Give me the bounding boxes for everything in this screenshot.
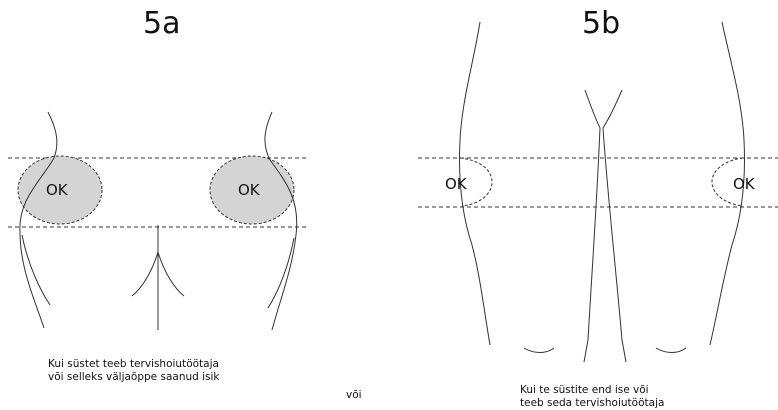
panel-5b-title: 5b: [582, 6, 620, 41]
inner-contour-right-5b: [603, 90, 626, 362]
panel-5b-figure: [418, 22, 778, 362]
gluteal-fold-right-5a: [158, 252, 184, 296]
gluteal-fold-left-5a: [132, 252, 158, 296]
caption-5a-line1: Kui süstet teeb tervishoiutöötaja: [48, 358, 220, 371]
ok-label-left-5a: OK: [46, 181, 68, 199]
panel-5a-figure: [8, 112, 308, 330]
panel-5a-title: 5a: [143, 6, 180, 41]
caption-5a: Kui süstet teeb tervishoiutöötaja või se…: [48, 358, 220, 384]
caption-5b-line2: teeb seda tervishoiutöötaja: [520, 397, 664, 410]
right-knee-arc-5b: [656, 348, 686, 353]
separator-text: või: [346, 389, 362, 402]
ok-label-left-5b: OK: [445, 175, 467, 193]
inner-contour-left-5b: [584, 90, 600, 362]
ok-label-right-5a: OK: [238, 181, 260, 199]
left-knee-arc-5b: [524, 348, 554, 353]
ok-label-right-5b: OK: [733, 175, 755, 193]
caption-5b-line1: Kui te süstite end ise või: [520, 384, 664, 397]
right-thigh-contour-5a: [268, 238, 294, 308]
caption-5a-line2: või selleks väljaõppe saanud isik: [48, 371, 220, 384]
caption-5b: Kui te süstite end ise või teeb seda ter…: [520, 384, 664, 410]
left-thigh-contour-5a: [22, 235, 50, 305]
